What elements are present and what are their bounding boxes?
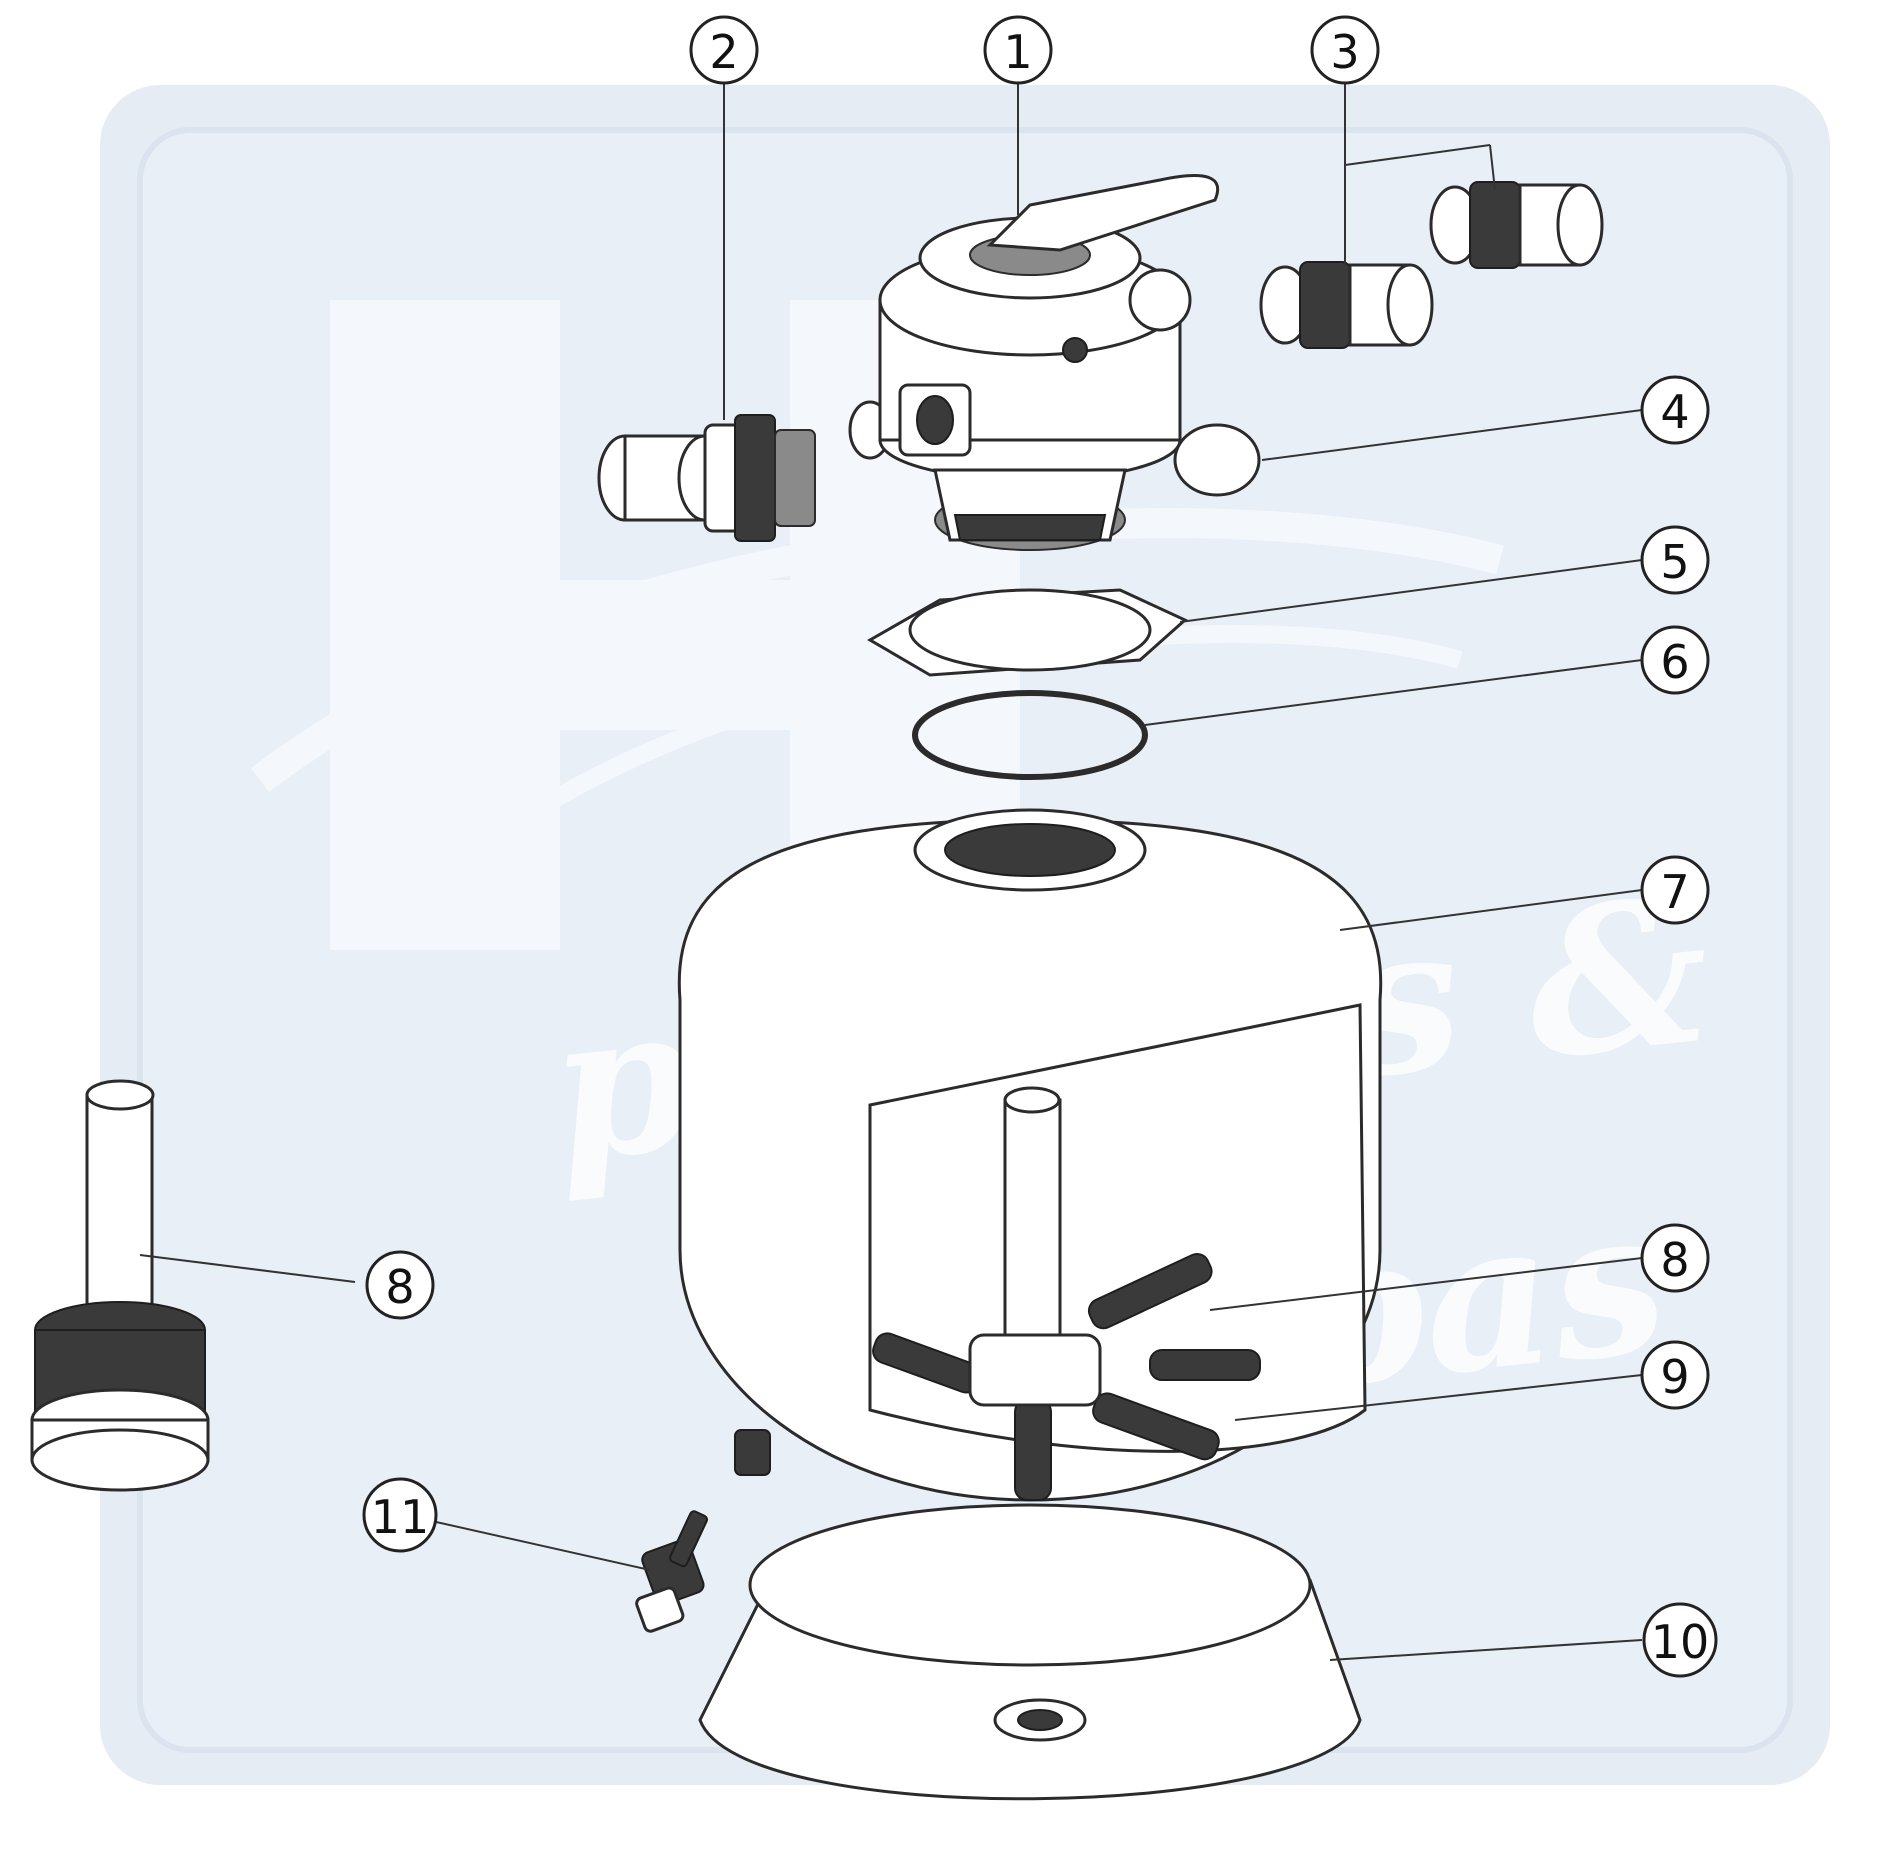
part-2-union-left (597, 400, 892, 542)
callout-7: 7 (1640, 855, 1710, 925)
part-4-plug (1173, 423, 1261, 497)
callout-4: 4 (1640, 375, 1710, 445)
callout-10: 10 (1642, 1602, 1718, 1678)
part-5-clamp (867, 588, 1188, 677)
callout-7-label: 7 (1660, 865, 1689, 919)
part-6-o-ring (912, 690, 1148, 780)
callout-8-right-label: 8 (1660, 1233, 1689, 1287)
watermark-swoosh (250, 508, 1504, 792)
callout-9: 9 (1640, 1340, 1710, 1410)
callout-4-label: 4 (1660, 385, 1689, 439)
tank-drain-fitting (734, 1429, 771, 1476)
callout-6-label: 6 (1660, 635, 1689, 689)
callout-1-label: 1 (1003, 25, 1032, 79)
callout-5-label: 5 (1660, 535, 1689, 589)
callout-8-left: 8 (365, 1250, 435, 1320)
callout-8-right: 8 (1640, 1223, 1710, 1293)
leader-lines (139, 78, 1643, 1661)
callout-11-label: 11 (371, 1490, 430, 1544)
part-3-union-pair (1259, 181, 1604, 349)
callout-9-label: 9 (1660, 1350, 1689, 1404)
callout-8-left-label: 8 (385, 1260, 414, 1314)
part-1-multiport-valve (878, 174, 1220, 551)
part-8-standpipe-left (30, 1079, 210, 1492)
callout-10-label: 10 (1651, 1615, 1710, 1669)
part-11-drain (635, 1510, 708, 1633)
callout-3-label: 3 (1330, 25, 1359, 79)
callout-6: 6 (1640, 625, 1710, 695)
part-7-tank (677, 808, 1383, 1502)
callout-5: 5 (1640, 525, 1710, 595)
callout-2-label: 2 (709, 25, 738, 79)
callout-3: 3 (1310, 15, 1380, 85)
part-10-base (698, 1503, 1362, 1801)
callout-11: 11 (362, 1477, 438, 1553)
callout-2: 2 (689, 15, 759, 85)
callout-1: 1 (983, 15, 1053, 85)
